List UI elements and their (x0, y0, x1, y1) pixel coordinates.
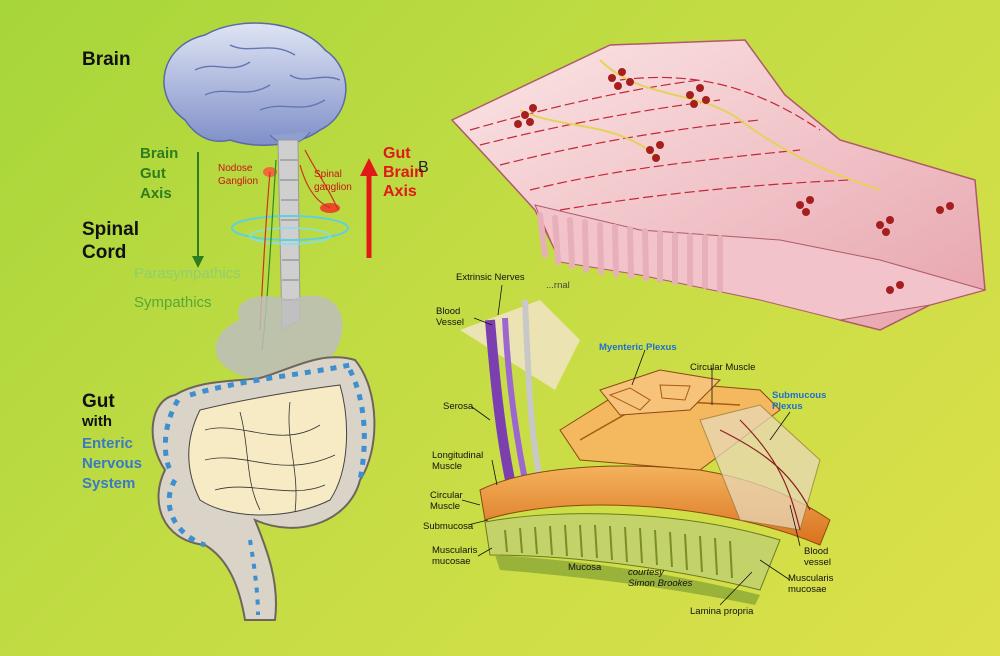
leader-lines (461, 284, 801, 606)
label-spinal-ganglion: Spinal ganglion (314, 168, 352, 194)
label-enteric-line-2: Nervous (82, 455, 143, 472)
label-spinal-ganglion-line-2: ganglion (314, 182, 352, 193)
label-gut-brain-axis-line-3: Axis (383, 183, 417, 200)
label-partial-cut-text: ...rnal (546, 280, 570, 291)
label-submucosa: Submucosa (423, 521, 474, 532)
label-circular-left-line-1: Circular (430, 490, 463, 501)
label-enteric-line-3: System (82, 475, 136, 492)
label-gut-brain-axis-line-1: Gut (383, 145, 411, 162)
label-nodose-line-2: Ganglion (218, 176, 259, 187)
label-sympathics: Sympathics (134, 294, 212, 311)
label-extrinsic-nerves: Extrinsic Nerves (456, 272, 525, 283)
label-parasympathics: Parasympathics (134, 265, 241, 282)
label-muscularis-mucosae-left: Muscularis mucosae (432, 545, 477, 567)
label-blood-vessel-right-line-1: Blood (804, 546, 829, 557)
label-enteric-line-1: Enteric (82, 435, 133, 452)
label-lamina-propria: Lamina propria (690, 606, 754, 617)
label-longitudinal-line-2: Muscle (432, 461, 463, 472)
label-gut-brain-axis: Gut Brain Axis (383, 144, 424, 201)
brain-illustration (163, 22, 347, 146)
label-circular-muscle-left: Circular Muscle (430, 490, 463, 512)
label-myenteric-plexus: Myenteric Plexus (599, 342, 677, 353)
label-enteric-nervous-system: Enteric Nervous System (82, 434, 142, 494)
label-brain-gut-axis: Brain Gut Axis (140, 144, 178, 204)
label-blood-vessel-right-line-2: vessel (804, 557, 831, 568)
label-with: with (82, 413, 112, 430)
label-gut-brain-axis-line-2: Brain (383, 164, 424, 181)
label-brain-gut-axis-line-2: Gut (140, 165, 166, 182)
label-blood-vessel-right: Blood vessel (804, 546, 831, 568)
label-muscularis-left-line-1: Muscularis (432, 545, 478, 556)
gut-wall-section-bottom (460, 299, 831, 605)
label-blood-vessel-left-line-2: Vessel (436, 317, 464, 328)
label-gut: Gut (82, 391, 115, 412)
label-serosa: Serosa (443, 401, 474, 412)
label-blood-vessel-left: Blood Vessel (436, 306, 464, 328)
label-spinal-cord-line-2: Cord (82, 242, 127, 263)
label-courtesy-line-2: Simon Brookes (628, 578, 693, 589)
label-circular-muscle-top: Circular Muscle (690, 362, 756, 373)
label-spinal-cord: Spinal Cord (82, 218, 139, 264)
label-muscularis-mucosae-right: Muscularis mucosae (788, 573, 833, 595)
label-submucous-plexus: Submucous Plexus (772, 390, 826, 412)
label-blood-vessel-left-line-1: Blood (436, 306, 461, 317)
label-spinal-cord-line-1: Spinal (82, 219, 140, 240)
label-brain-gut-axis-line-3: Axis (140, 185, 172, 202)
label-spinal-ganglion-line-1: Spinal (314, 169, 342, 180)
label-panel-letter-b: B (418, 159, 429, 176)
label-longitudinal-line-1: Longitudinal (432, 450, 484, 461)
label-submucous-line-1: Submucous (772, 390, 827, 401)
label-courtesy: courtesy Simon Brookes (628, 567, 692, 589)
label-muscularis-right-line-2: mucosae (788, 584, 827, 595)
label-brain-gut-axis-line-1: Brain (140, 145, 179, 162)
label-nodose-line-1: Nodose (218, 163, 253, 174)
label-brain: Brain (82, 49, 131, 70)
label-muscularis-left-line-2: mucosae (432, 556, 471, 567)
enteric-plexus-section-top (450, 39, 987, 331)
label-submucous-line-2: Plexus (772, 401, 803, 412)
label-courtesy-line-1: courtesy (628, 567, 664, 578)
label-mucosa: Mucosa (568, 562, 602, 573)
gut-illustration (151, 356, 376, 621)
label-nodose-ganglion: Nodose Ganglion (218, 162, 258, 188)
label-muscularis-right-line-1: Muscularis (788, 573, 834, 584)
label-circular-left-line-2: Muscle (430, 501, 461, 512)
label-longitudinal-muscle: Longitudinal Muscle (432, 450, 483, 472)
